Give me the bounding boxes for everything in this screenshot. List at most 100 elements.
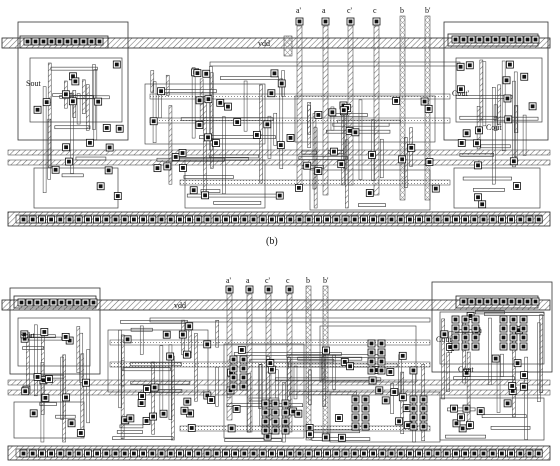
top-center-contact-11-via — [218, 100, 223, 105]
bottom-input-column-4 — [305, 285, 312, 441]
top-gnd-contact-0-via — [21, 217, 26, 222]
top-right-contact-7-via — [507, 62, 512, 67]
bottom-right-contact-11-via — [454, 421, 459, 426]
top-gnd-contact-8-via — [95, 217, 99, 222]
top-vdd-left-contact-8-via — [89, 39, 94, 44]
top-left-contact-strip — [19, 35, 109, 49]
bottom-center-hwire-8 — [130, 380, 191, 385]
top-right-vwire-10 — [522, 114, 527, 156]
top-bus-1 — [7, 149, 551, 156]
top-mid-hwire-2 — [332, 122, 390, 127]
bottom-stack-6-0-via — [379, 341, 384, 346]
bottom-stack-14-1-via — [501, 326, 506, 331]
bottom-left-contact-4-via — [41, 378, 46, 383]
bottom-vdd-left-contact-3-via — [43, 300, 48, 305]
top-gnd-contact-28-via — [279, 217, 283, 222]
bottom-mid-contact-5-via — [229, 370, 233, 375]
top-left-hwire-0 — [72, 95, 110, 100]
bottom-gnd-contact-34-via — [334, 451, 339, 456]
bottom-left-well — [17, 317, 91, 367]
bottom-right-contact-8-via — [515, 361, 520, 366]
bottom-stack-5-1-via — [369, 350, 374, 355]
bottom-gnd-contact-52-via — [500, 451, 504, 456]
bottom-center-contact-4-via — [209, 398, 214, 402]
bottom-vdd-label: vdd — [174, 301, 186, 310]
bottom-center-contact-18-via — [139, 401, 144, 406]
bottom-mid-contact-6-via — [392, 390, 397, 394]
bottom-stack-13-0-via — [473, 317, 478, 322]
bottom-gnd-contact-3-via — [49, 451, 53, 456]
top-gnd-contact-27-via — [270, 217, 274, 222]
bottom-input-label-5: b' — [323, 276, 329, 285]
top-input-contact-2-via — [348, 19, 353, 24]
bottom-stack-5-0-via — [369, 341, 374, 346]
bottom-right-contact-7-via — [460, 426, 465, 431]
bottom-left-contact-2-via — [22, 336, 27, 341]
top-left-cell-outline — [17, 21, 129, 141]
top-vdd-right-contact-6-via — [501, 37, 506, 42]
bottom-right-hwire-6 — [447, 407, 476, 412]
bottom-right-vwire-3 — [512, 327, 516, 418]
bottom-right-contact-15-via — [510, 384, 515, 388]
top-gnd-contact-26-via — [260, 217, 265, 222]
top-mid-contact-9-via — [394, 99, 398, 103]
bottom-center-contact-7-via — [145, 387, 149, 391]
top-left-contact-13-via — [64, 145, 68, 150]
top-right-cell-outline — [443, 21, 549, 141]
top-left-hwire-4 — [50, 66, 98, 71]
top-gnd-contact-29-via — [288, 217, 293, 222]
top-vdd-left-contact-4-via — [57, 39, 62, 44]
bottom-stack-15-0-via — [511, 317, 516, 322]
top-mid-hwire-8 — [358, 203, 386, 207]
bottom-mid-contact-0-via — [377, 388, 382, 393]
bottom-vdd-left-contact-5-via — [59, 300, 64, 305]
bottom-stack-2-1-via — [263, 410, 268, 415]
top-center-contact-25-via — [277, 193, 282, 198]
bottom-gnd-contact-19-via — [196, 451, 201, 456]
bottom-vdd-right-contact-4-via — [493, 299, 498, 304]
bottom-mid-contact-18-via — [400, 353, 405, 358]
top-bus-2 — [7, 159, 551, 166]
bottom-gnd-contact-5-via — [67, 451, 72, 456]
top-mid-hwire-3 — [337, 119, 401, 124]
bottom-stack-6-1-via — [379, 350, 384, 355]
bottom-mid-contact-17-via — [411, 368, 416, 373]
top-right-contact-15-via — [459, 141, 464, 145]
bottom-input-contact-3-via — [287, 287, 292, 292]
top-left-hwire-2 — [61, 173, 84, 178]
top-gnd-contact-24-via — [242, 217, 247, 222]
top-vdd-right-contact-10-via — [533, 37, 538, 42]
bottom-mid-vwire-16 — [293, 365, 298, 400]
top-mid-hwire-4 — [301, 150, 318, 155]
top-center-contact-9-via — [278, 143, 283, 147]
bottom-gnd-contact-16-via — [168, 451, 173, 456]
top-gnd-contact-18-via — [187, 217, 191, 222]
top-mid-vwire-7 — [371, 119, 375, 181]
bottom-center-contact-15-via — [161, 411, 166, 416]
bottom-mid-contact-9-via — [397, 419, 401, 424]
bottom-stack-3-3-via — [273, 428, 278, 433]
top-input-label-3: c — [373, 6, 377, 15]
bottom-center-contact-21-via — [151, 414, 155, 419]
top-center-vwire-13 — [191, 67, 196, 139]
bottom-vdd-left-contact-0-via — [19, 300, 24, 305]
bottom-gnd-contact-53-via — [509, 451, 513, 456]
top-gnd-contact-32-via — [316, 217, 320, 222]
bottom-stack-15-1-via — [511, 326, 516, 331]
bottom-vdd-right-contact-7-via — [517, 299, 522, 304]
bottom-input-label-2: c' — [265, 276, 271, 285]
bottom-right-contact-5-via — [478, 409, 483, 414]
top-right-contact-8-via — [458, 87, 463, 92]
bottom-center-vwire-1 — [151, 361, 155, 435]
bottom-mid-contact-20-via — [324, 348, 328, 353]
top-center-block-3 — [294, 95, 436, 143]
top-vdd-left-contact-5-via — [65, 39, 70, 44]
top-left-contact-9-via — [63, 92, 68, 97]
top-gnd-contact-22-via — [224, 217, 228, 222]
top-input-contact-0-via — [297, 19, 302, 24]
top-mid-contact-18-via — [341, 108, 346, 113]
top-right-contact-13-via — [477, 128, 481, 133]
bottom-stack-11-2-via — [453, 335, 458, 340]
top-left-hwire-6 — [54, 125, 91, 130]
